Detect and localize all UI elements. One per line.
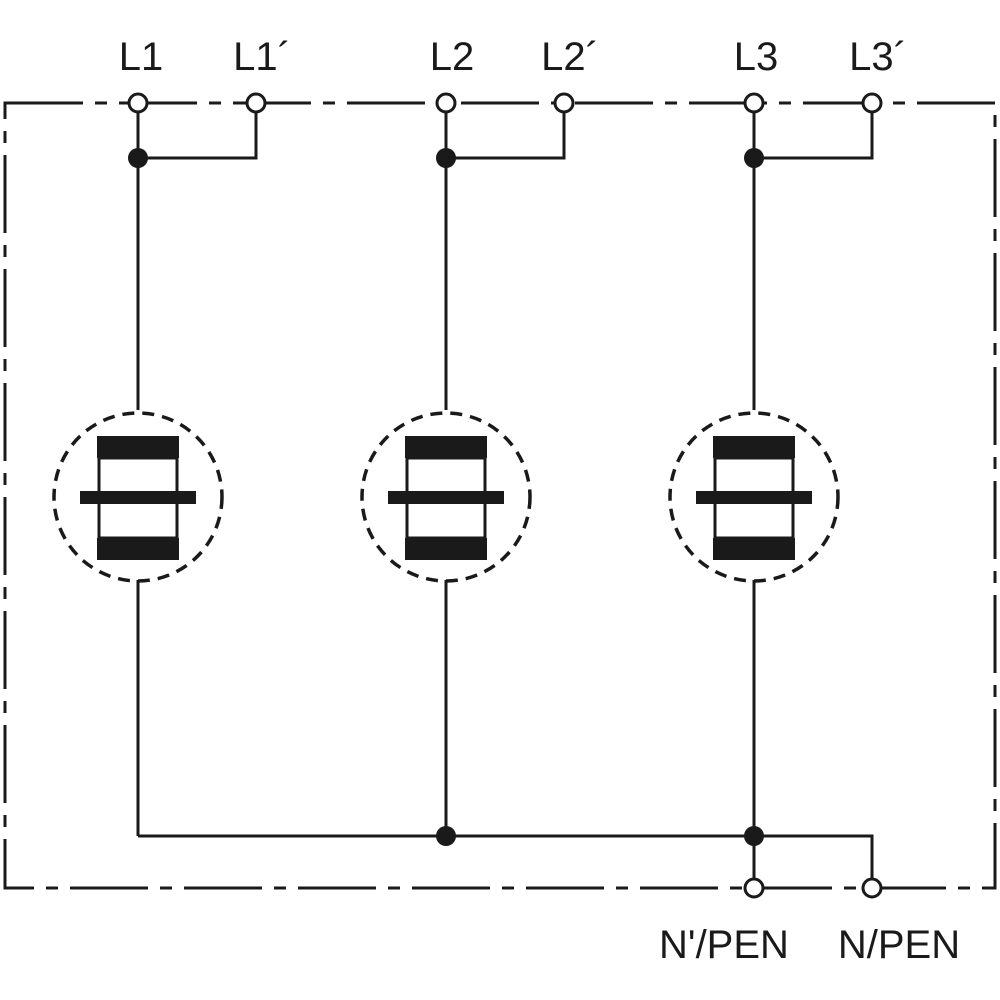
l3-junction-dot	[744, 148, 764, 168]
l1-arrester-top-plate	[97, 436, 179, 458]
terminal-l1	[127, 92, 149, 114]
l3-bridge-wire	[754, 110, 874, 160]
l2-bridge-wire	[446, 110, 566, 160]
phase-l3-circuit	[668, 92, 883, 880]
label-l3: L3	[734, 35, 779, 79]
terminal-n-prime-pen	[743, 877, 765, 899]
terminal-l1-prime	[245, 92, 267, 114]
neutral-pen-bus	[138, 826, 883, 899]
l2-arrester-bottom-plate	[405, 538, 487, 560]
l2-arrester-electrode	[388, 491, 504, 504]
l1-arrester-enclosure	[52, 411, 224, 583]
l1-bridge-wire	[138, 110, 258, 160]
terminal-l3	[743, 92, 765, 114]
label-l3-prime: L3´	[849, 35, 907, 79]
l1-arrester-bottom-plate	[97, 538, 179, 560]
label-l2-prime: L2´	[541, 35, 599, 79]
l3-arrester-enclosure	[668, 411, 840, 583]
l1-arrester-electrode	[80, 491, 196, 504]
l1-junction-dot	[128, 148, 148, 168]
l3-arrester-bottom-plate	[713, 538, 795, 560]
label-l1-prime: L1´	[233, 35, 291, 79]
terminal-l3-prime	[861, 92, 883, 114]
label-n-pen: N/PEN	[838, 923, 960, 967]
label-n-prime-pen: N'/PEN	[659, 923, 789, 967]
l2-neutral-junction-dot	[436, 826, 456, 846]
l2-arrester-enclosure	[360, 411, 532, 583]
terminal-n-pen	[861, 877, 883, 899]
device-enclosure-frame	[3, 101, 997, 890]
l3-arrester-electrode	[696, 491, 812, 504]
phase-l1-circuit	[52, 92, 267, 836]
l3-arrester-top-plate	[713, 436, 795, 458]
label-l1: L1	[119, 35, 164, 79]
neutral-bus-wire	[138, 834, 874, 880]
terminal-l2	[435, 92, 457, 114]
terminal-l2-prime	[553, 92, 575, 114]
label-l2: L2	[430, 35, 475, 79]
phase-l2-circuit	[360, 92, 575, 836]
l2-arrester-top-plate	[405, 436, 487, 458]
l3-neutral-junction-dot	[744, 826, 764, 846]
l2-junction-dot	[436, 148, 456, 168]
